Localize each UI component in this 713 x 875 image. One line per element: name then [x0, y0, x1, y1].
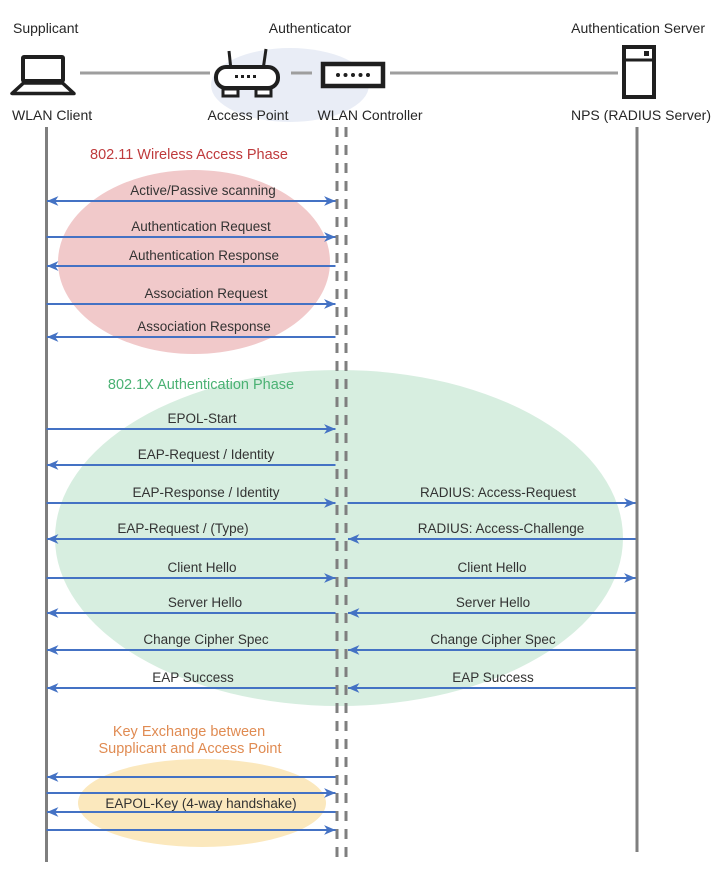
device-label-wlan-client: WLAN Client	[12, 107, 93, 123]
message-label-radius-access-challenge: RADIUS: Access-Challenge	[417, 521, 585, 536]
message-label-radius-access-request: RADIUS: Access-Request	[419, 485, 577, 500]
role-label-authenticator: Authenticator	[268, 20, 352, 36]
device-label-access-point: Access Point	[207, 107, 289, 123]
server-icon	[622, 45, 656, 99]
phase1-title: 802.11 Wireless Access Phase	[90, 147, 288, 163]
device-label-nps: NPS (RADIUS Server)	[570, 107, 712, 123]
message-label-association-response: Association Response	[137, 319, 271, 334]
device-label-wlan-controller: WLAN Controller	[317, 107, 423, 123]
message-label-client-hello-left: Client Hello	[167, 560, 237, 575]
phase2-title: 802.1X Authentication Phase	[107, 377, 295, 393]
message-label-client-hello-right: Client Hello	[457, 560, 527, 575]
phase3-title-line2: Supplicant and Access Point	[98, 741, 282, 757]
phase1-arrows	[46, 196, 336, 342]
phase3-ellipse	[78, 759, 326, 847]
access-point-icon	[214, 48, 280, 98]
message-label-eap-success-left: EAP Success	[152, 670, 234, 685]
phase2-ellipse	[55, 370, 623, 706]
message-label-epol-start: EPOL-Start	[167, 411, 237, 426]
phase3-title-line1: Key Exchange between	[112, 724, 266, 740]
phase2-left-arrows	[46, 424, 336, 693]
phase2-right-arrows	[347, 498, 636, 693]
message-label-eap-response-identity: EAP-Response / Identity	[132, 485, 280, 500]
message-label-server-hello-left: Server Hello	[167, 595, 243, 610]
message-label-change-cipher-right: Change Cipher Spec	[430, 632, 556, 647]
laptop-icon	[10, 55, 76, 96]
message-label-scanning: Active/Passive scanning	[130, 183, 276, 198]
message-label-change-cipher-left: Change Cipher Spec	[143, 632, 269, 647]
wlan-controller-icon	[320, 61, 386, 89]
message-label-eap-request-identity: EAP-Request / Identity	[137, 447, 275, 462]
message-label-eapol-key: EAPOL-Key (4-way handshake)	[105, 796, 297, 811]
message-label-eap-success-right: EAP Success	[452, 670, 534, 685]
message-label-authentication-request: Authentication Request	[131, 219, 271, 234]
phase3-arrows	[46, 772, 336, 835]
message-label-authentication-response: Authentication Response	[128, 248, 280, 263]
message-label-server-hello-right: Server Hello	[455, 595, 531, 610]
message-label-association-request: Association Request	[144, 286, 268, 301]
message-label-eap-request-type: EAP-Request / (Type)	[117, 521, 249, 536]
role-label-supplicant: Supplicant	[13, 20, 79, 36]
role-label-authentication-server: Authentication Server	[571, 20, 705, 36]
phase1-ellipse	[58, 170, 330, 354]
